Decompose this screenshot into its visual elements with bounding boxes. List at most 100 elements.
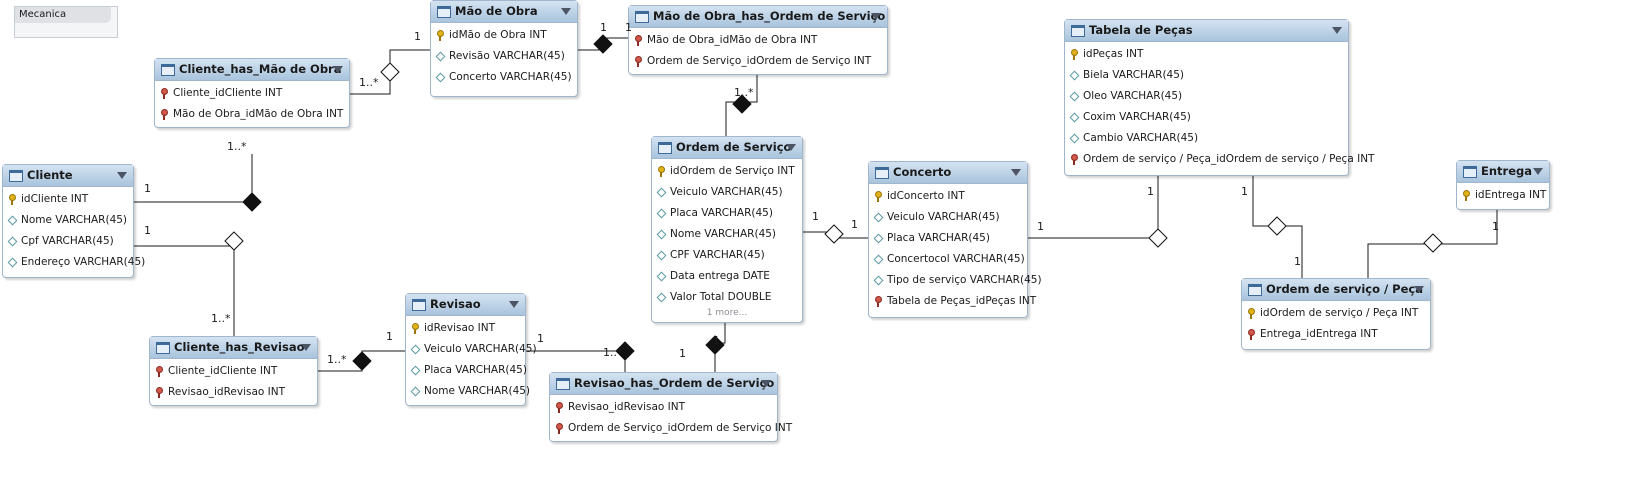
- relationship-line[interactable]: [134, 245, 235, 252]
- non-identifying-relationship-diamond-icon[interactable]: [1423, 233, 1443, 253]
- collapse-chevron-icon[interactable]: [117, 172, 127, 179]
- column-row[interactable]: Revisao_idRevisao INT: [150, 382, 317, 403]
- column-row[interactable]: Placa VARCHAR(45): [406, 360, 527, 381]
- identifying-relationship-diamond-icon[interactable]: [242, 192, 262, 212]
- column-row[interactable]: Ordem de Serviço_idOrdem de Serviço INT: [629, 51, 887, 72]
- column-row[interactable]: Oleo VARCHAR(45): [1065, 86, 1348, 107]
- column-row[interactable]: Cliente_idCliente INT: [155, 83, 349, 104]
- collapse-chevron-icon[interactable]: [786, 144, 796, 151]
- relationship-line[interactable]: [1276, 225, 1303, 278]
- entity-header[interactable]: Ordem de serviço / Peça: [1242, 279, 1430, 301]
- column-row[interactable]: Biela VARCHAR(45): [1065, 65, 1348, 86]
- entity-header[interactable]: Ordem de Serviço: [652, 137, 802, 159]
- identifying-relationship-diamond-icon[interactable]: [615, 341, 635, 361]
- entity-header[interactable]: Cliente: [3, 165, 133, 187]
- column-row[interactable]: Veiculo VARCHAR(45): [652, 182, 802, 203]
- collapse-chevron-icon[interactable]: [871, 13, 881, 20]
- column-row[interactable]: idOrdem de Serviço INT: [652, 161, 802, 182]
- column-row[interactable]: Veiculo VARCHAR(45): [406, 339, 537, 360]
- collapse-chevron-icon[interactable]: [1533, 168, 1543, 175]
- column-row[interactable]: Endereço VARCHAR(45): [3, 252, 145, 273]
- entity-header[interactable]: Revisao_has_Ordem de Serviço: [550, 373, 777, 395]
- column-row[interactable]: Veiculo VARCHAR(45): [869, 207, 1027, 228]
- entity-header[interactable]: Concerto: [869, 162, 1027, 184]
- column-row[interactable]: Tabela de Peças_idPeças INT: [869, 291, 1036, 312]
- column-row[interactable]: idMão de Obra INT: [431, 25, 577, 46]
- non-identifying-relationship-diamond-icon[interactable]: [224, 231, 244, 251]
- column-row[interactable]: Cliente_idCliente INT: [150, 361, 317, 382]
- cardinality-label: 1: [1492, 220, 1499, 233]
- column-row[interactable]: idOrdem de serviço / Peça INT: [1242, 303, 1430, 324]
- column-row[interactable]: Entrega_idEntrega INT: [1242, 324, 1430, 345]
- collapse-chevron-icon[interactable]: [1332, 27, 1342, 34]
- column-row[interactable]: Ordem de Serviço_idOrdem de Serviço INT: [550, 418, 792, 439]
- column-row[interactable]: Cpf VARCHAR(45): [3, 231, 133, 252]
- relationship-line[interactable]: [134, 192, 253, 203]
- collapse-chevron-icon[interactable]: [301, 344, 311, 351]
- relationship-line[interactable]: [1367, 243, 1433, 278]
- entity-header[interactable]: Revisao: [406, 294, 525, 316]
- column-row[interactable]: Cambio VARCHAR(45): [1065, 128, 1348, 149]
- non-identifying-relationship-diamond-icon[interactable]: [380, 62, 400, 82]
- column-row[interactable]: CPF VARCHAR(45): [652, 245, 802, 266]
- entity-header[interactable]: Mão de Obra: [431, 1, 577, 23]
- entity-header[interactable]: Entrega: [1457, 161, 1549, 183]
- column-row[interactable]: Tipo de serviço VARCHAR(45): [869, 270, 1042, 291]
- collapse-chevron-icon[interactable]: [1414, 286, 1424, 293]
- identifying-relationship-diamond-icon[interactable]: [593, 34, 613, 54]
- layer-mecanica[interactable]: Mecanica: [14, 6, 118, 38]
- entity-header[interactable]: Tabela de Peças: [1065, 20, 1348, 42]
- collapse-chevron-icon[interactable]: [561, 8, 571, 15]
- non-identifying-relationship-diamond-icon[interactable]: [824, 224, 844, 244]
- column-row[interactable]: Placa VARCHAR(45): [652, 203, 802, 224]
- column-row[interactable]: Concerto VARCHAR(45): [431, 67, 577, 88]
- column-row[interactable]: Concertocol VARCHAR(45): [869, 249, 1027, 270]
- column-row[interactable]: Coxim VARCHAR(45): [1065, 107, 1348, 128]
- collapse-chevron-icon[interactable]: [1011, 169, 1021, 176]
- column-row[interactable]: Valor Total DOUBLE: [652, 287, 802, 308]
- column-row[interactable]: idCliente INT: [3, 189, 133, 210]
- non-identifying-relationship-diamond-icon[interactable]: [1267, 216, 1287, 236]
- more-columns-indicator[interactable]: 1 more...: [706, 308, 748, 318]
- column-row[interactable]: Mão de Obra_idMão de Obra INT: [155, 104, 349, 125]
- non-identifying-relationship-diamond-icon[interactable]: [1148, 228, 1168, 248]
- collapse-chevron-icon[interactable]: [761, 380, 771, 387]
- column-name: Cliente_idCliente INT: [173, 87, 283, 99]
- collapse-chevron-icon[interactable]: [509, 301, 519, 308]
- column-row[interactable]: Nome VARCHAR(45): [3, 210, 133, 231]
- column-row[interactable]: Nome VARCHAR(45): [406, 381, 530, 402]
- column-row[interactable]: Mão de Obra_idMão de Obra INT: [629, 30, 887, 51]
- identifying-relationship-diamond-icon[interactable]: [705, 335, 725, 355]
- column-row[interactable]: idRevisao INT: [406, 318, 525, 339]
- entity-header[interactable]: Mão de Obra_has_Ordem de Serviço: [629, 6, 887, 28]
- column-row[interactable]: idConcerto INT: [869, 186, 1027, 207]
- column-row[interactable]: Data entrega DATE: [652, 266, 802, 287]
- entity-header[interactable]: Cliente_has_Mão de Obra: [155, 59, 349, 81]
- column-row[interactable]: idPeças INT: [1065, 44, 1348, 65]
- relationship-line[interactable]: [1028, 176, 1159, 239]
- column-row[interactable]: Ordem de serviço / Peça_idOrdem de servi…: [1065, 149, 1374, 170]
- column-row[interactable]: Revisao_idRevisao INT: [550, 397, 777, 418]
- entity-header[interactable]: Cliente_has_Revisao: [150, 337, 317, 359]
- column-row[interactable]: Nome VARCHAR(45): [652, 224, 802, 245]
- column-row[interactable]: Revisão VARCHAR(45): [431, 46, 577, 67]
- identifying-relationship-diamond-icon[interactable]: [732, 94, 752, 114]
- relationship-line[interactable]: [1433, 210, 1498, 245]
- identifying-relationship-diamond-icon[interactable]: [352, 351, 372, 371]
- column-row[interactable]: Placa VARCHAR(45): [869, 228, 1027, 249]
- collapse-chevron-icon[interactable]: [333, 66, 343, 73]
- column-row[interactable]: idEntrega INT: [1457, 185, 1549, 206]
- relationship-line[interactable]: [1252, 176, 1276, 227]
